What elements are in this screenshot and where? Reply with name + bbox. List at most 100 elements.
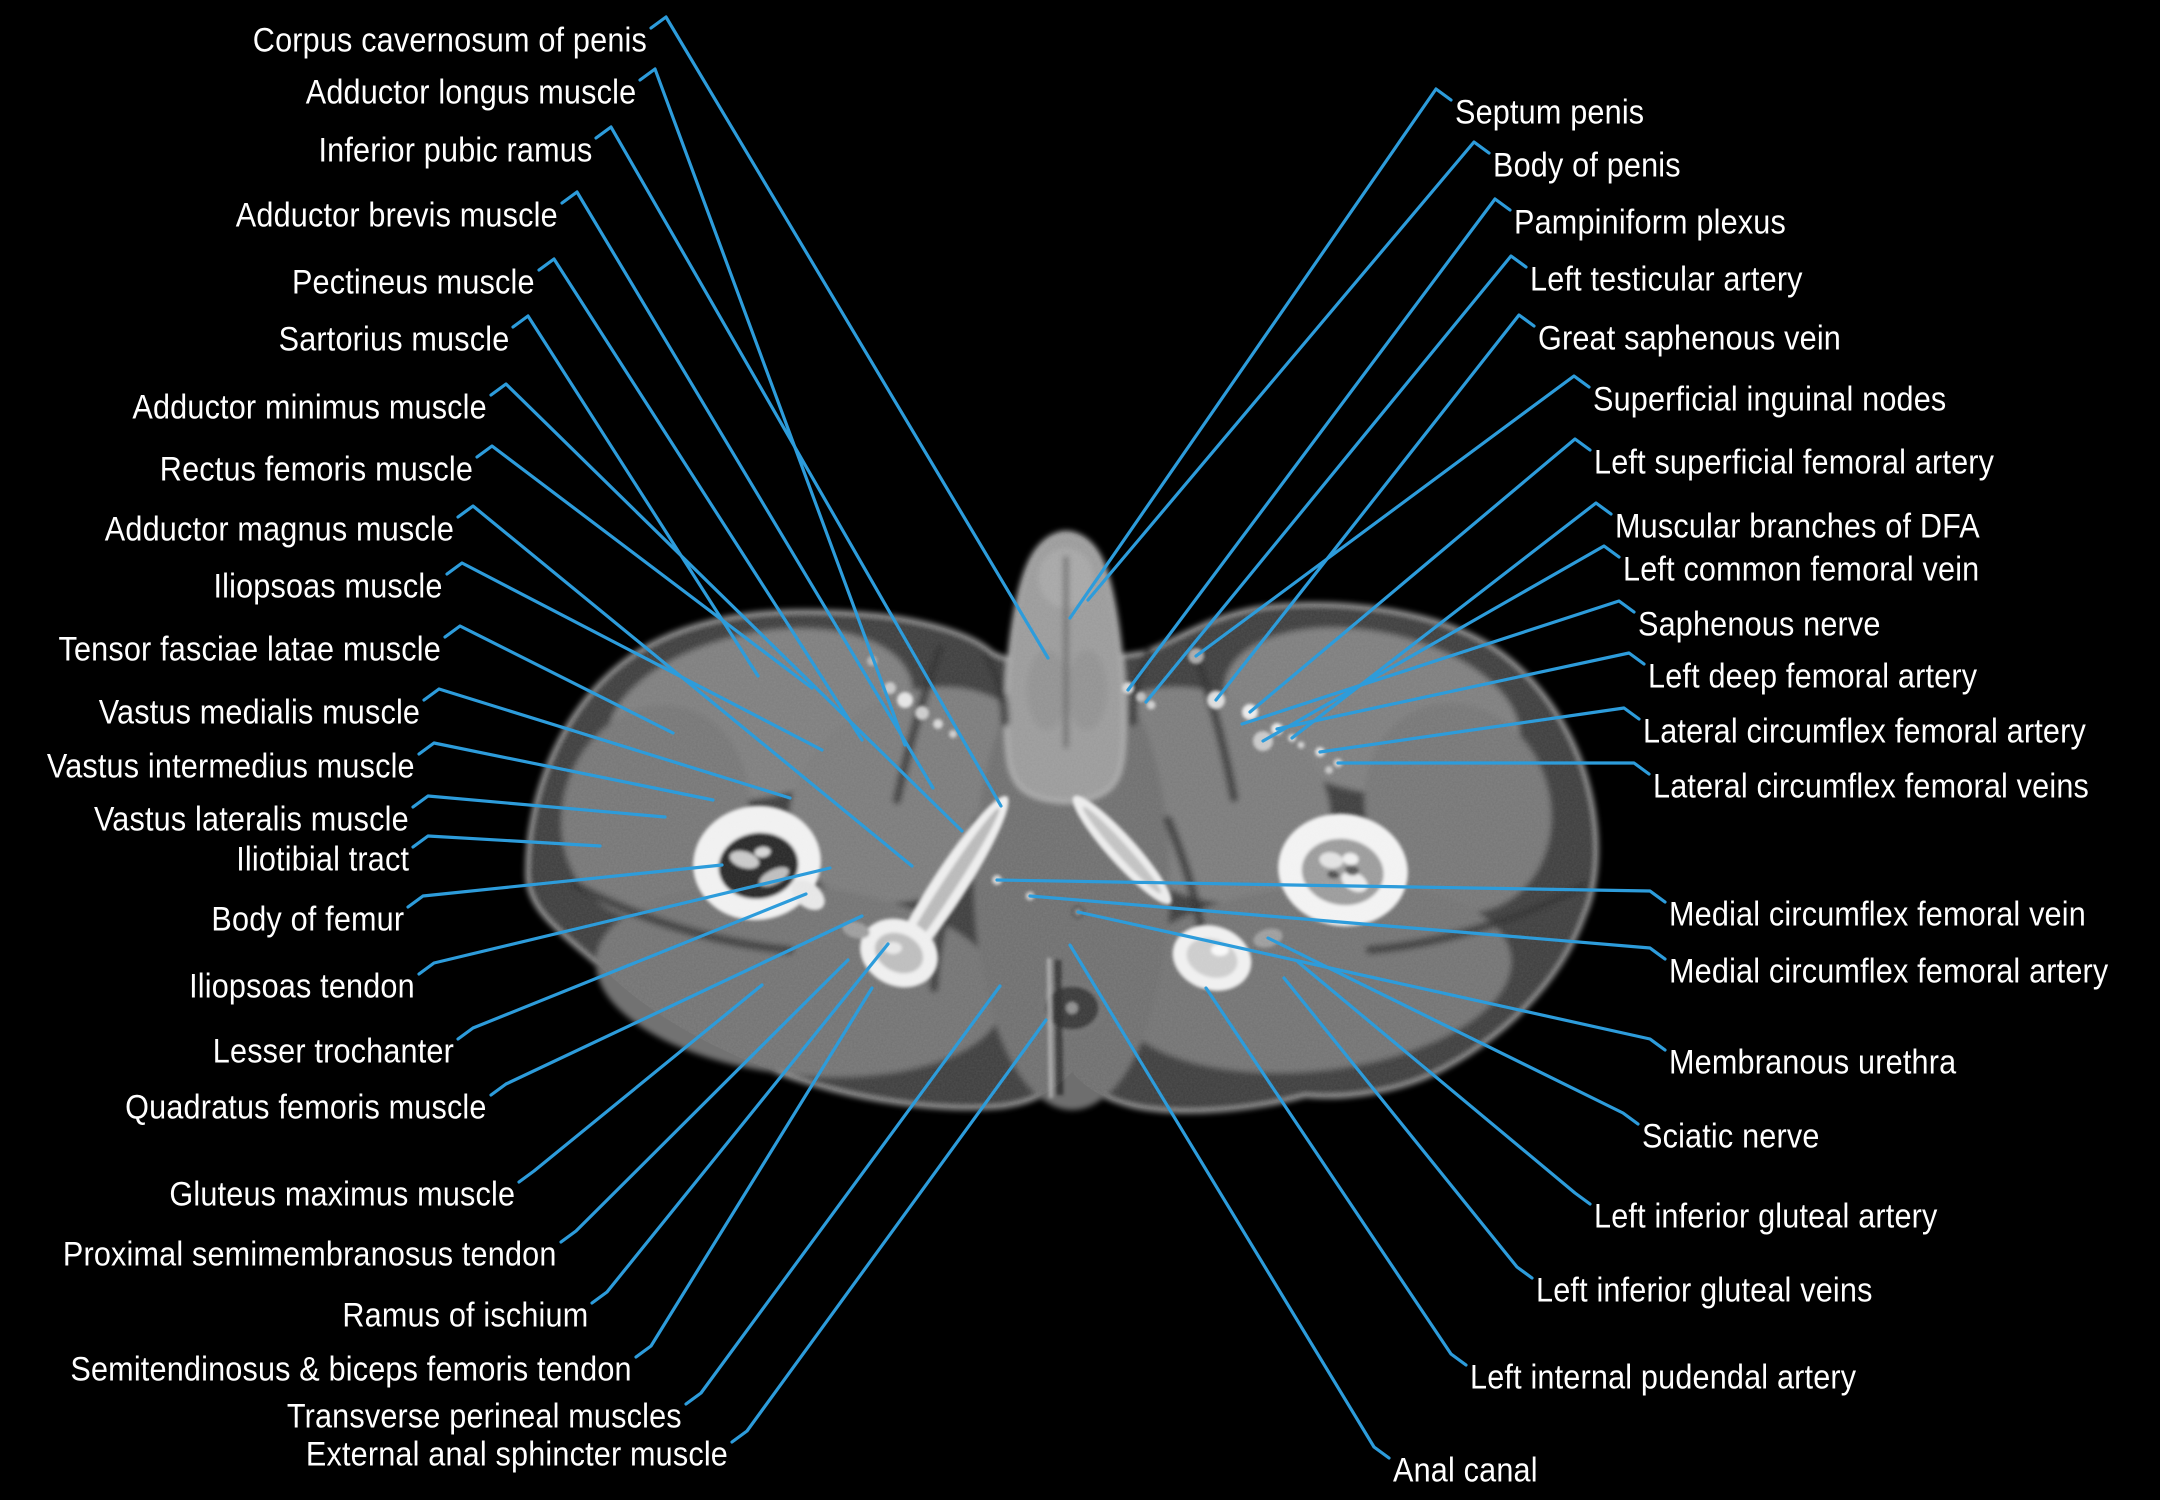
leader-line-adductor-minimus-muscle — [489, 382, 964, 833]
label-semitendinosus-biceps-femoris-tendon: Semitendinosus & biceps femoris tendon — [8, 1352, 632, 1386]
leader-line-lesser-trochanter — [456, 892, 808, 1041]
label-text: Body of femur — [211, 900, 404, 939]
label-text: Corpus cavernosum of penis — [252, 21, 647, 60]
label-transverse-perineal-muscles: Transverse perineal muscles — [243, 1399, 682, 1433]
label-text: Adductor longus muscle — [305, 73, 636, 112]
label-anal-canal: Anal canal — [1393, 1453, 1554, 1487]
label-text: Great saphenous vein — [1538, 319, 1842, 358]
leader-line-adductor-longus-muscle — [638, 67, 907, 747]
label-body-of-femur: Body of femur — [190, 902, 404, 936]
label-great-saphenous-vein: Great saphenous vein — [1538, 321, 1875, 355]
leader-line-vastus-intermedius-muscle — [417, 741, 715, 802]
label-text: Left superficial femoral artery — [1594, 443, 1995, 482]
label-text: Gluteus maximus muscle — [169, 1175, 515, 1214]
label-text: Lateral circumflex femoral artery — [1643, 712, 2086, 751]
label-left-internal-pudendal-artery: Left internal pudendal artery — [1470, 1360, 1899, 1394]
leader-line-pectineus-muscle — [537, 257, 864, 742]
leader-line-rectus-femoris-muscle — [475, 444, 814, 690]
label-adductor-brevis-muscle: Adductor brevis muscle — [200, 198, 558, 232]
label-superficial-inguinal-nodes: Superficial inguinal nodes — [1593, 382, 1986, 416]
label-text: Pectineus muscle — [292, 263, 535, 302]
leader-line-left-inferior-gluteal-artery — [1296, 960, 1592, 1206]
label-text: Vastus medialis muscle — [98, 693, 420, 732]
leader-line-proximal-semimembranosus-tendon — [559, 958, 850, 1244]
label-text: Left common femoral vein — [1623, 550, 1980, 589]
label-text: Iliopsoas tendon — [189, 967, 415, 1006]
label-left-common-femoral-vein: Left common femoral vein — [1623, 552, 2019, 586]
leader-line-septum-penis — [1068, 87, 1453, 620]
label-lateral-circumflex-femoral-artery: Lateral circumflex femoral artery — [1643, 714, 2135, 748]
label-left-deep-femoral-artery: Left deep femoral artery — [1648, 659, 2014, 693]
label-text: Iliotibial tract — [236, 840, 409, 879]
label-text: Anal canal — [1393, 1451, 1538, 1490]
label-adductor-minimus-muscle: Adductor minimus muscle — [93, 390, 487, 424]
leader-line-pampiniform-plexus — [1126, 197, 1512, 692]
label-lesser-trochanter: Lesser trochanter — [186, 1034, 454, 1068]
leader-line-left-internal-pudendal-artery — [1204, 986, 1468, 1367]
label-text: Muscular branches of DFA — [1615, 507, 1980, 546]
label-text: Left inferior gluteal veins — [1536, 1271, 1873, 1310]
label-text: Left testicular artery — [1530, 260, 1803, 299]
label-body-of-penis: Body of penis — [1493, 148, 1702, 182]
label-iliopsoas-tendon: Iliopsoas tendon — [164, 969, 415, 1003]
leader-line-left-superficial-femoral-artery — [1248, 437, 1592, 714]
leader-line-left-testicular-artery — [1144, 254, 1528, 704]
label-pectineus-muscle: Pectineus muscle — [265, 265, 535, 299]
label-corpus-cavernosum-of-penis: Corpus cavernosum of penis — [209, 23, 647, 57]
label-text: Proximal semimembranosus tendon — [63, 1235, 557, 1274]
label-text: Ramus of ischium — [341, 1296, 588, 1335]
label-iliopsoas-muscle: Iliopsoas muscle — [188, 569, 443, 603]
label-lateral-circumflex-femoral-veins: Lateral circumflex femoral veins — [1653, 769, 2137, 803]
label-medial-circumflex-femoral-vein: Medial circumflex femoral vein — [1669, 897, 2132, 931]
leader-line-superficial-inguinal-nodes — [1194, 374, 1591, 658]
label-proximal-semimembranosus-tendon: Proximal semimembranosus tendon — [8, 1237, 557, 1271]
leader-line-left-common-femoral-vein — [1261, 544, 1621, 743]
leader-line-tensor-fasciae-latae-muscle — [443, 624, 675, 735]
label-text: Quadratus femoris muscle — [125, 1088, 487, 1127]
label-text: Transverse perineal muscles — [287, 1397, 682, 1436]
label-left-inferior-gluteal-veins: Left inferior gluteal veins — [1536, 1273, 1910, 1307]
label-text: Semitendinosus & biceps femoris tendon — [70, 1350, 632, 1389]
label-vastus-lateralis-muscle: Vastus lateralis muscle — [59, 802, 409, 836]
leader-line-corpus-cavernosum-of-penis — [649, 15, 1050, 660]
leader-line-membranous-urethra — [1076, 910, 1667, 1052]
label-text: Left internal pudendal artery — [1470, 1358, 1857, 1397]
leader-line-ramus-of-ischium — [590, 942, 890, 1305]
label-text: Body of penis — [1493, 146, 1681, 185]
leader-line-sciatic-nerve — [1266, 936, 1640, 1126]
label-text: Adductor brevis muscle — [236, 196, 558, 235]
label-ramus-of-ischium: Ramus of ischium — [315, 1298, 588, 1332]
label-text: Left deep femoral artery — [1648, 657, 1978, 696]
leader-line-anal-canal — [1068, 943, 1391, 1460]
label-text: Sartorius muscle — [278, 320, 509, 359]
leader-line-saphenous-nerve — [1240, 599, 1636, 726]
label-left-testicular-artery: Left testicular artery — [1530, 262, 1833, 296]
label-septum-penis: Septum penis — [1455, 95, 1665, 129]
leader-line-vastus-lateralis-muscle — [411, 794, 667, 819]
label-text: Septum penis — [1455, 93, 1645, 132]
leader-line-semitendinosus-biceps-femoris-tendon — [634, 986, 874, 1359]
leader-line-medial-circumflex-femoral-artery — [1028, 894, 1667, 961]
label-membranous-urethra: Membranous urethra — [1669, 1045, 1988, 1079]
label-iliotibial-tract: Iliotibial tract — [217, 842, 409, 876]
label-gluteus-maximus-muscle: Gluteus maximus muscle — [131, 1177, 515, 1211]
label-saphenous-nerve: Saphenous nerve — [1638, 607, 1908, 641]
label-text: Medial circumflex femoral vein — [1669, 895, 2086, 934]
leader-line-lateral-circumflex-femoral-artery — [1318, 706, 1641, 754]
label-text: Lesser trochanter — [212, 1032, 454, 1071]
leader-line-inferior-pubic-ramus — [594, 125, 1003, 808]
label-sartorius-muscle: Sartorius muscle — [253, 322, 509, 356]
label-vastus-intermedius-muscle: Vastus intermedius muscle — [6, 749, 415, 783]
label-text: Sciatic nerve — [1642, 1117, 1820, 1156]
label-text: Lateral circumflex femoral veins — [1653, 767, 2090, 806]
label-muscular-branches-of-dfa: Muscular branches of DFA — [1615, 509, 2020, 543]
leader-line-body-of-femur — [406, 863, 724, 909]
label-text: Left inferior gluteal artery — [1594, 1197, 1938, 1236]
label-text: Inferior pubic ramus — [317, 131, 592, 170]
label-adductor-longus-muscle: Adductor longus muscle — [269, 75, 636, 109]
leader-line-iliotibial-tract — [411, 834, 602, 849]
